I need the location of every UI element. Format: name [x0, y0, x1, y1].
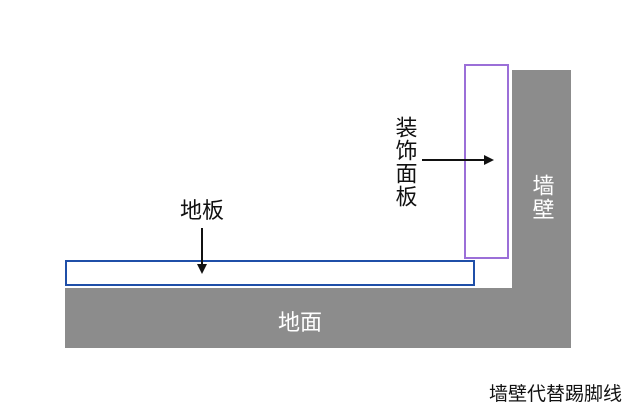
- ground-label: 地面: [278, 311, 322, 336]
- decorative-panel: [464, 64, 509, 259]
- floorboard: [65, 260, 475, 286]
- decorative-panel-label: 装饰面板: [392, 116, 418, 208]
- caption: 墙壁代替踢脚线: [489, 383, 622, 405]
- wall-label: 墙壁: [529, 174, 555, 222]
- floorboard-label: 地板: [180, 199, 224, 224]
- ground-slab: [65, 288, 571, 348]
- wall: [512, 70, 571, 348]
